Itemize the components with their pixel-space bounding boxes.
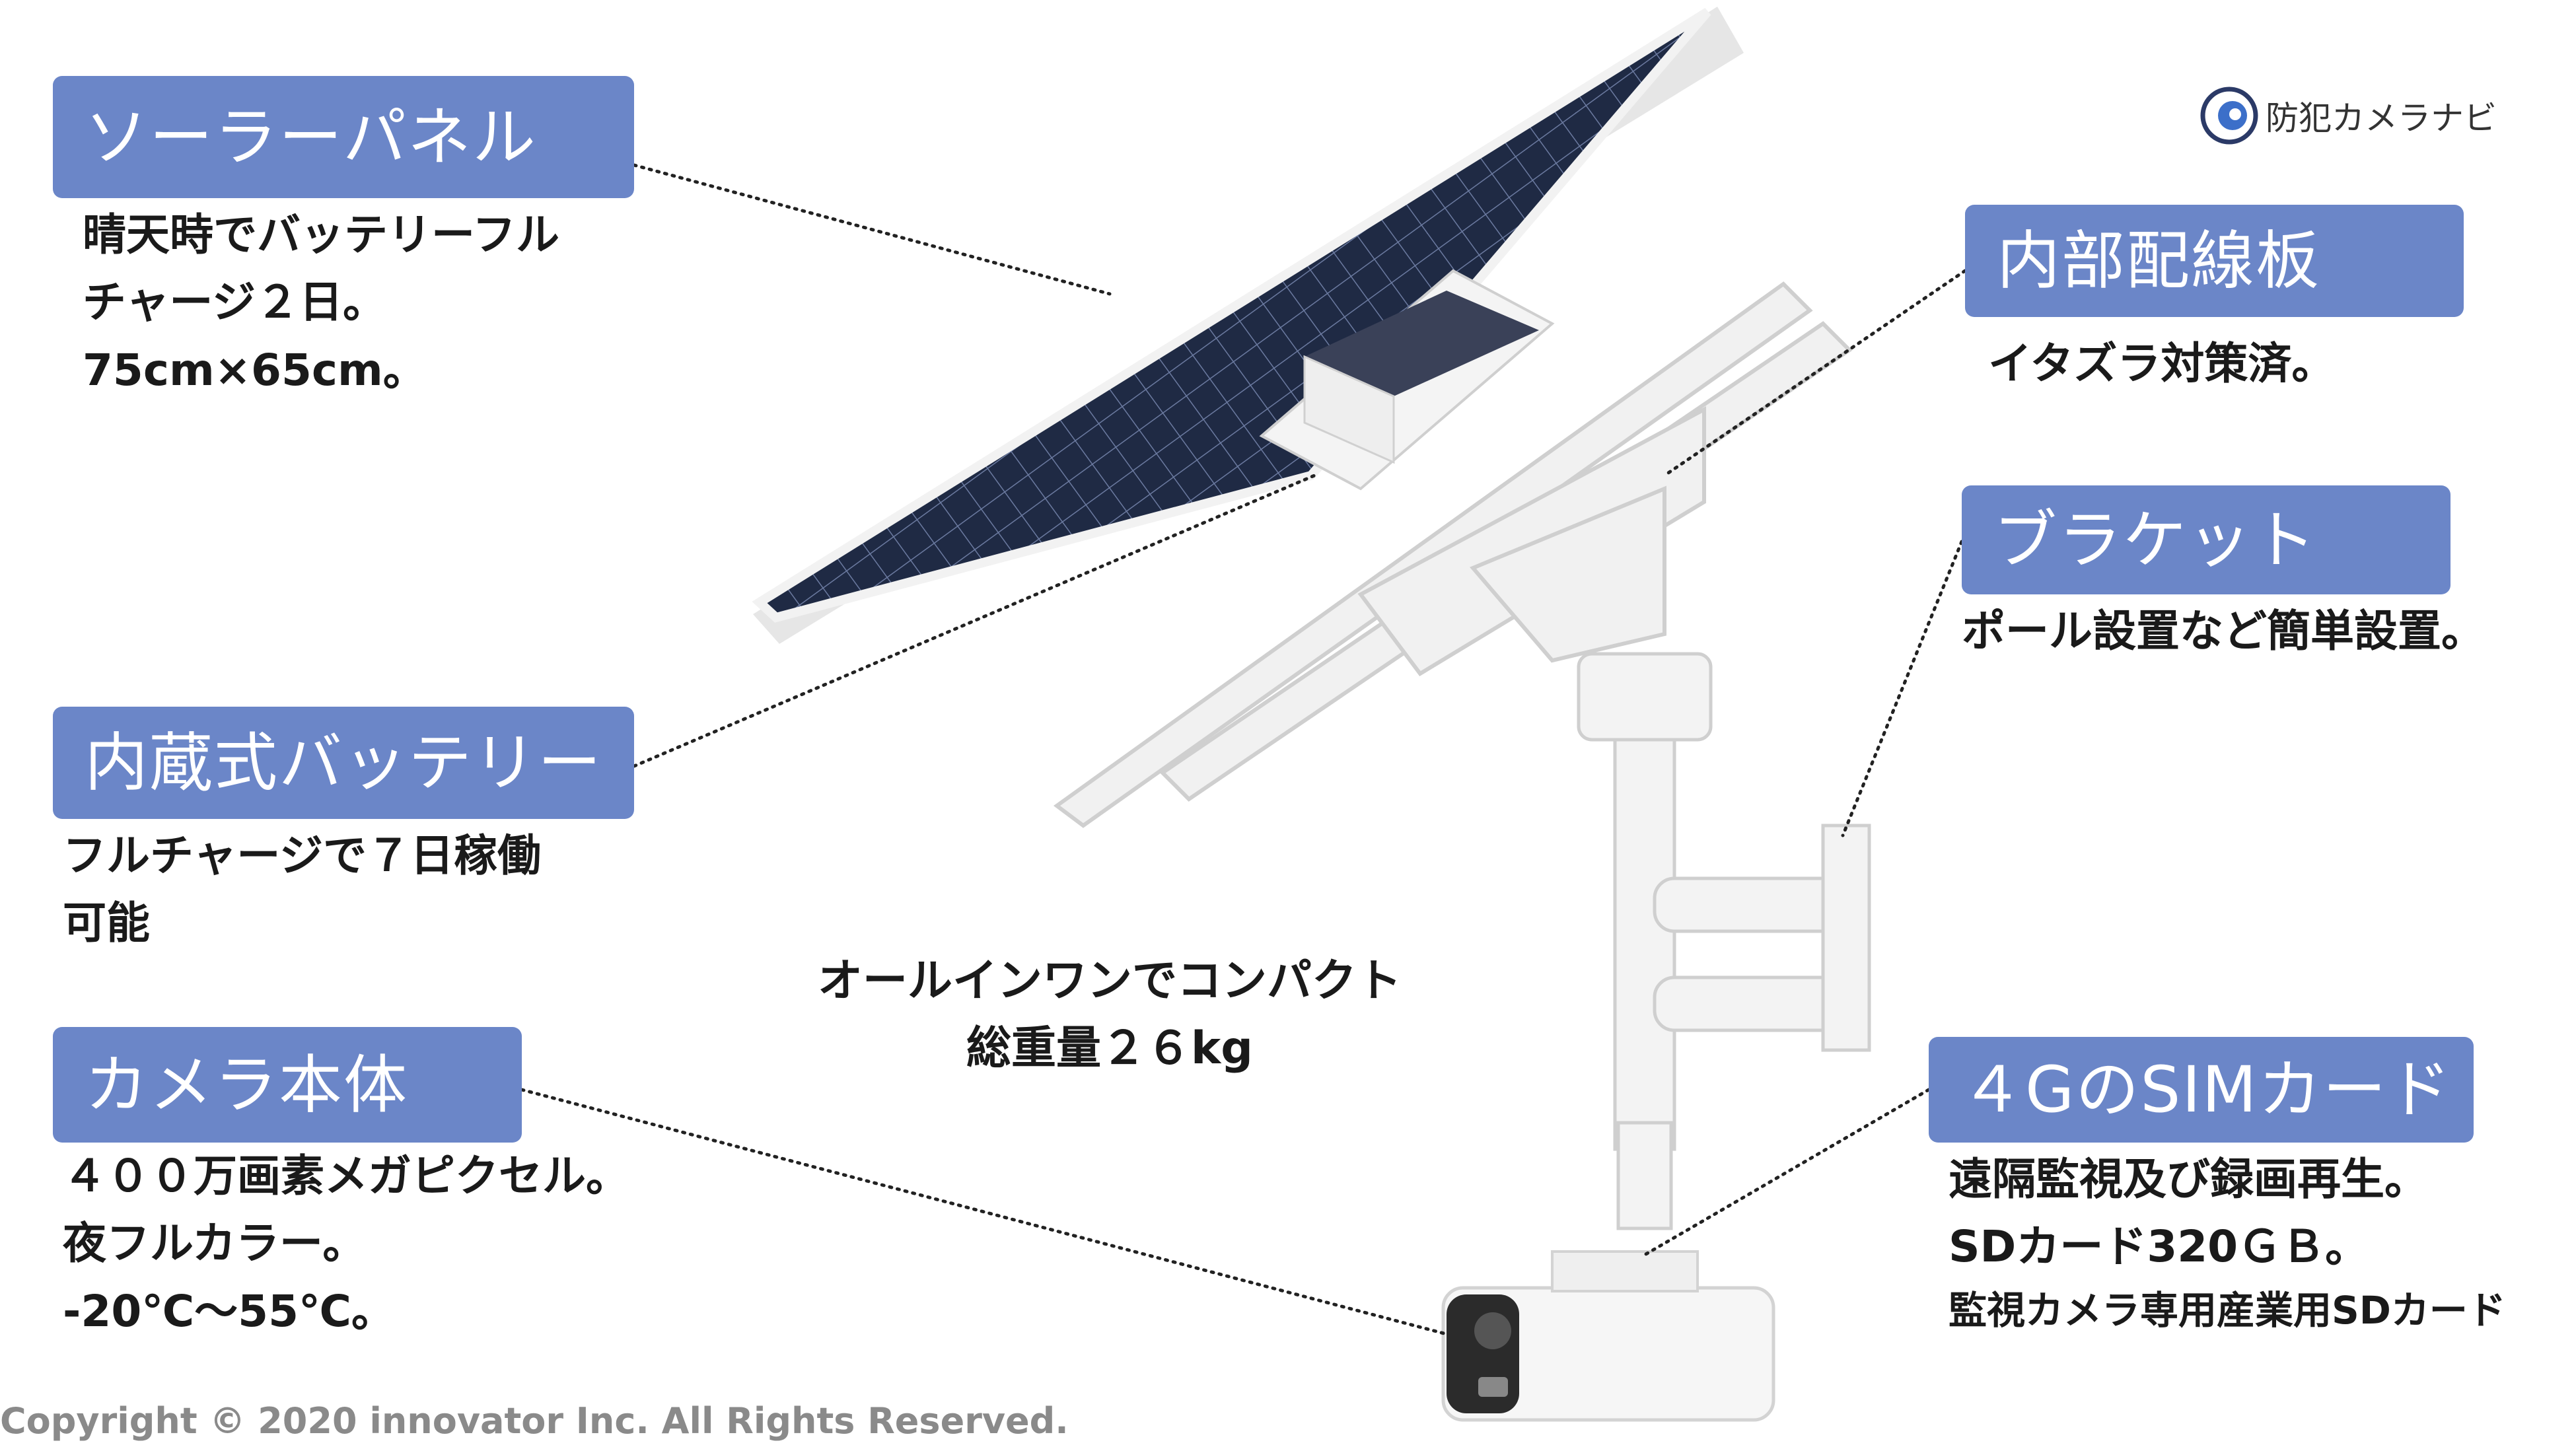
battery-label: 内蔵式バッテリー <box>53 707 634 819</box>
camera-description: ４００万画素メガピクセル。 夜フルカラー。 -20℃～55℃。 <box>63 1143 629 1345</box>
sim-desc-line: 遠隔監視及び録画再生。 <box>1949 1154 2428 1205</box>
bracket-label: ブラケット <box>1962 485 2451 594</box>
wiring-desc-line: イタズラ対策済。 <box>1988 338 2336 389</box>
camera-body-image <box>1441 1250 1775 1422</box>
wiring-description: イタズラ対策済。 <box>1988 330 2335 398</box>
summary-line-weight: 総重量２６kg <box>966 1022 1253 1075</box>
battery-desc-line: 可能 <box>63 898 150 949</box>
battery-description: フルチャージで７日稼働 可能 <box>63 822 541 958</box>
brand-logo: 防犯カメラナビ <box>2200 86 2497 145</box>
sim-title: ４GのSIMカード <box>1960 1053 2452 1127</box>
camera-desc-line: 夜フルカラー。 <box>63 1218 367 1269</box>
camera-label: カメラ本体 <box>53 1027 522 1143</box>
wiring-title: 内部配線板 <box>1997 224 2320 298</box>
solar-panel-label: ソーラーパネル <box>53 76 634 198</box>
sim-description: 遠隔監視及び録画再生。 SDカード320ＧＢ。 監視カメラ専用産業用SDカード <box>1949 1146 2506 1340</box>
sim-label: ４GのSIMカード <box>1929 1037 2474 1143</box>
bracket-title: ブラケット <box>1993 503 2317 577</box>
solar-panel-desc-line: 晴天時でバッテリーフル <box>83 209 560 260</box>
product-summary: オールインワンでコンパクト 総重量２６kg <box>793 948 1427 1082</box>
wiring-label: 内部配線板 <box>1965 205 2464 317</box>
summary-line-compact: オールインワンでコンパクト <box>817 955 1402 1007</box>
bracket-description: ポール設置など簡単設置。 <box>1962 598 2485 665</box>
battery-title: 内蔵式バッテリー <box>85 726 602 800</box>
copyright-notice: Copyright © 2020 innovator Inc. All Righ… <box>0 1400 1069 1442</box>
camera-title: カメラ本体 <box>85 1047 408 1122</box>
camera-eye-logo-icon <box>2200 87 2258 145</box>
solar-panel-description: 晴天時でバッテリーフル チャージ２日。 75cm×65cm。 <box>83 201 559 404</box>
solar-panel-title: ソーラーパネル <box>85 100 538 174</box>
sim-desc-line: SDカード320ＧＢ。 <box>1949 1221 2369 1273</box>
camera-desc-line: ４００万画素メガピクセル。 <box>63 1150 629 1201</box>
leader-lines <box>520 163 1967 1336</box>
mount-frame-image <box>1053 281 1853 828</box>
solar-panel-desc-line: 75cm×65cm。 <box>83 344 427 396</box>
brand-name: 防犯カメラナビ <box>2266 99 2497 137</box>
battery-box-image <box>1259 269 1555 491</box>
solar-panel-desc-line: チャージ２日。 <box>83 277 387 328</box>
camera-desc-line: -20℃～55℃。 <box>63 1285 395 1337</box>
battery-desc-line: フルチャージで７日稼働 <box>63 830 542 881</box>
bracket-desc-line: ポール設置など簡単設置。 <box>1962 606 2485 656</box>
pole-bracket-image <box>1577 652 1871 1230</box>
sim-desc-line: 監視カメラ専用産業用SDカード <box>1949 1287 2506 1333</box>
